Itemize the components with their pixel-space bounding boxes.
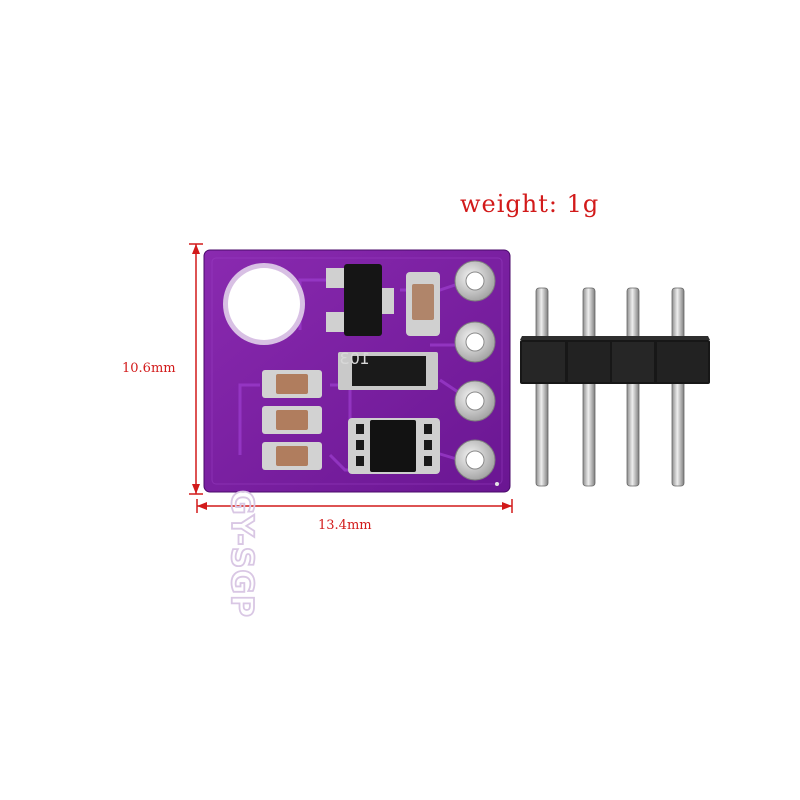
height-dimension-line [189,243,203,495]
capacitor [262,370,322,398]
resistor-marking: 103 [339,349,370,368]
resistor-array [338,352,438,390]
regulator-chip [326,264,394,336]
header-plastic-block [520,336,710,384]
width-dimension-label: 13.4mm [318,518,372,533]
header-pin [582,287,596,487]
header-pin [671,287,685,487]
pin-pad [454,380,496,422]
sensor-board [203,249,511,493]
pin-pad [454,321,496,363]
header-pin [535,287,549,487]
pin-pad [454,260,496,302]
width-dimension-line [196,499,513,513]
capacitor-small [406,272,440,336]
silkscreen-label: GY-SGP [224,490,259,618]
capacitor [262,442,322,470]
weight-label: weight: 1g [460,190,600,218]
pin-pads [454,260,496,481]
gas-sensor-chip [348,418,440,474]
mounting-hole-icon [223,263,305,345]
pin-header-icon [520,287,710,487]
capacitor [262,406,322,434]
header-pin [626,287,640,487]
height-dimension-label: 10.6mm [122,361,176,376]
pin-pad [454,439,496,481]
